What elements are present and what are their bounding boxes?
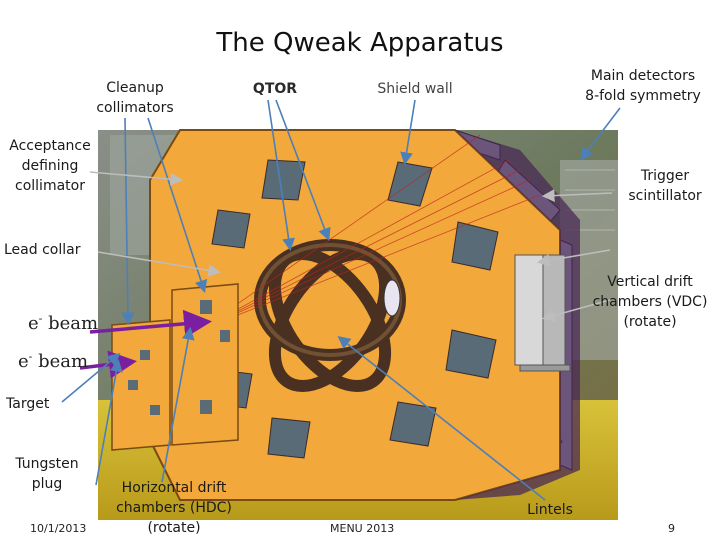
label-shield-wall: Shield wall	[377, 81, 453, 97]
label-target: Target	[6, 396, 50, 412]
beam-label-lower: e- beam	[18, 350, 89, 372]
label-vdc: Vertical drift chambers (VDC) (rotate)	[592, 274, 708, 330]
slide-title: The Qweak Apparatus	[216, 28, 504, 58]
footer-conference: MENU 2013	[330, 522, 395, 535]
beam-line-upper	[89, 309, 212, 338]
label-trigger-scintillator: Trigger scintillator	[628, 168, 702, 204]
beam-label-upper: e- beam	[28, 312, 99, 334]
label-acceptance-collimator: Acceptance defining collimator	[9, 138, 91, 194]
footer-date: 10/1/2013	[30, 522, 87, 535]
footer-page-number: 9	[668, 522, 675, 535]
label-tungsten-plug: Tungsten plug	[15, 456, 79, 492]
label-lead-collar: Lead collar	[4, 242, 81, 258]
label-cleanup-collimators: Cleanup collimators	[96, 80, 174, 116]
label-lintels: Lintels	[527, 502, 573, 518]
label-hdc: Horizontal drift chambers (HDC) (rotate)	[116, 480, 232, 536]
cleanup-collimator	[111, 319, 171, 451]
label-qtor: QTOR	[252, 81, 298, 97]
scattered-trajectories	[199, 134, 541, 331]
label-main-detectors: Main detectors 8-fold symmetry	[585, 68, 701, 104]
label-arrows	[61, 99, 621, 501]
